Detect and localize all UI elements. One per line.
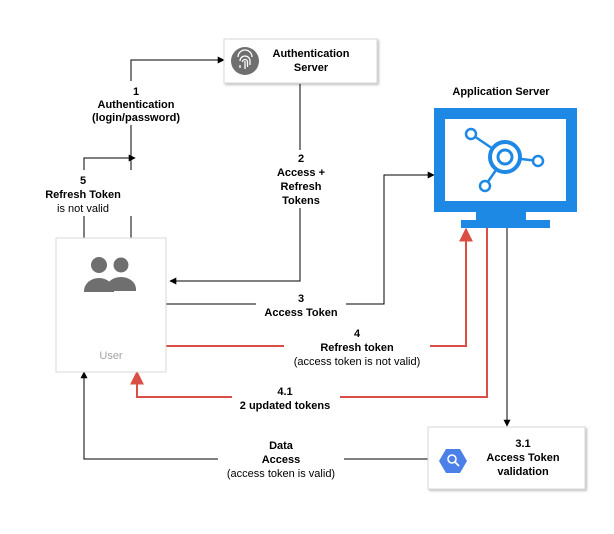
fingerprint-icon [231,47,259,75]
edge-2-num: 2 [298,153,304,165]
auth-server-label-2: Server [294,62,329,74]
data-access-label-1: Data [269,440,294,452]
data-access-label-3: (access token is valid) [227,468,335,480]
edge-5-label-1: Refresh Token [45,189,121,201]
edge-5-num: 5 [80,175,86,187]
edge-1-num: 1 [133,86,139,98]
auth-server-node: Authentication Server [223,38,378,84]
edge-5-label-2: is not valid [57,203,109,215]
edge-2-arrow [169,84,301,285]
search-badge-icon [439,449,467,473]
user-label: User [99,350,123,362]
edge-2-label-2: Refresh [281,181,322,193]
users-icon [84,257,136,292]
user-node: User [55,237,167,373]
data-access-label-2: Access [262,454,301,466]
edge-1-label-2: (login/password) [92,112,180,124]
edge-41-num: 4.1 [277,386,292,398]
validator-node: 3.1 Access Token validation [427,426,586,490]
edge-41-label: 2 updated tokens [240,400,330,412]
edge-1-label-1: Authentication [98,99,175,111]
edge-2-label-1: Access + [277,167,325,179]
validator-label-1: 3.1 [515,438,530,450]
app-server-title: Application Server [452,86,550,98]
network-hub-icon [464,127,545,193]
auth-server-label-1: Authentication [273,48,350,60]
app-server-node: Application Server [434,86,577,228]
validator-label-2: Access Token [486,452,559,464]
edge-4-label-2: (access token is not valid) [294,356,421,368]
edge-3-num: 3 [298,293,304,305]
edge-2-label-3: Tokens [282,195,320,207]
edge-4-num: 4 [354,328,361,340]
edge-4-label-1: Refresh token [320,342,394,354]
validator-label-3: validation [497,466,549,478]
edge-3-label: Access Token [264,307,337,319]
edge-4-arrow [166,227,473,347]
